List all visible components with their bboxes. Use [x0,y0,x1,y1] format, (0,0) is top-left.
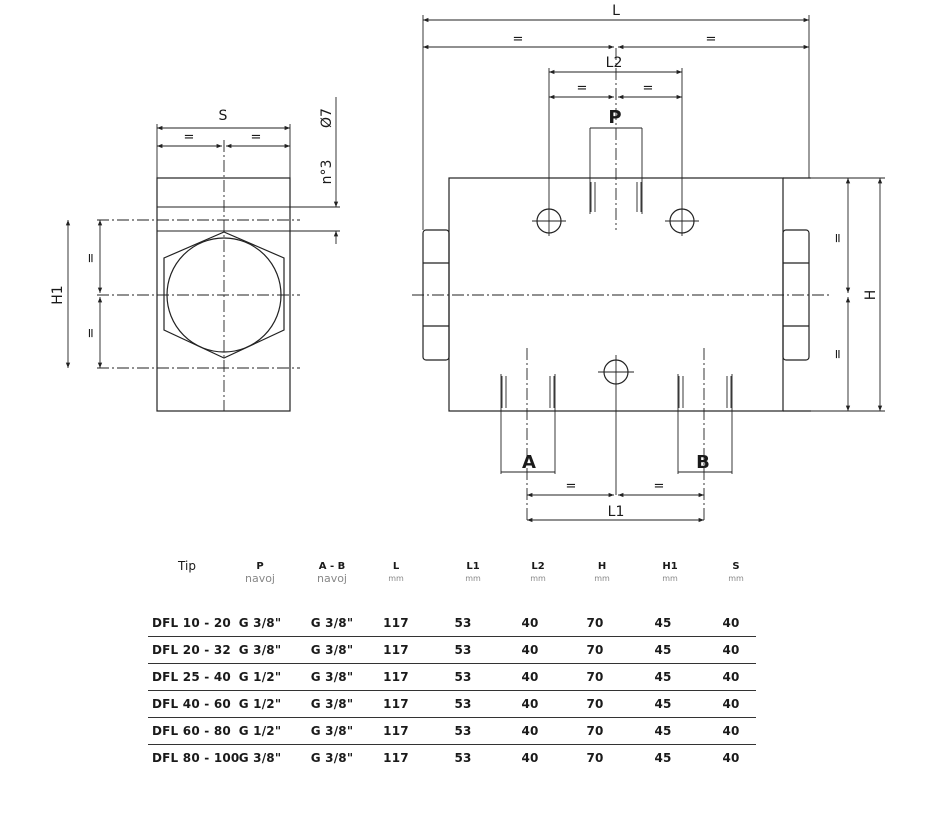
front-l-eq-right: = [706,32,717,47]
table-row: DFL 20 - 32 G 3/8" G 3/8" 117 53 40 70 4… [148,637,756,664]
header-l2: L2 mm [530,561,546,583]
port-b-label: B [696,452,710,473]
header-h1: H1 mm [662,561,678,583]
table-row: DFL 60 - 80 G 1/2" G 3/8" 117 53 40 70 4… [148,718,756,745]
front-l1-label: L1 [608,504,625,520]
spec-table: Tip P navoj A - B navoj L mm L1 mm L2 mm… [148,560,756,771]
header-tip: Tip [178,559,196,573]
front-l1-eq-left: = [566,479,577,494]
mount-hole-bottom [598,355,634,495]
front-l-label: L [612,3,620,19]
side-h1-eq-bottom: = [84,328,99,339]
front-l-eq-left: = [513,32,524,47]
header-l1: L1 mm [465,561,481,583]
front-l2-eq-left: = [577,81,588,96]
header-ab: A - B navoj [316,561,347,585]
front-h-eq-bottom: = [831,349,846,360]
side-view: S = = H1 = = Ø7 n°3 [50,97,340,412]
front-view: P A B L = = L2 = = [412,3,885,523]
hole-count-label: n°3 [319,160,335,185]
mount-hole-right [665,68,699,236]
front-l2-label: L2 [606,55,623,71]
side-h1-eq-top: = [84,253,99,264]
hole-diameter-label: Ø7 [319,108,335,128]
technical-drawing: S = = H1 = = Ø7 n°3 [50,3,885,523]
table-row: DFL 80 - 100 G 3/8" G 3/8" 117 53 40 70 … [152,751,740,765]
port-p-label: P [608,107,621,128]
front-l1-eq-right: = [654,479,665,494]
side-h1-label: H1 [50,285,66,304]
table-row: DFL 40 - 60 G 1/2" G 3/8" 117 53 40 70 4… [148,691,756,718]
front-l2-eq-right: = [643,81,654,96]
hex-nut [163,231,285,359]
header-h: H mm [594,561,610,583]
port-a-label: A [522,452,536,473]
side-s-eq-right: = [251,130,262,145]
header-p: P navoj [244,561,275,585]
side-body [156,177,291,412]
header-s: S mm [728,561,744,583]
side-s-label: S [219,108,228,124]
table-row: DFL 10 - 20 G 3/8" G 3/8" 117 53 40 70 4… [148,610,756,637]
table-spacer [148,598,756,610]
mount-hole-left [532,68,566,236]
front-h-label: H [863,290,879,301]
table-row: DFL 25 - 40 G 1/2" G 3/8" 117 53 40 70 4… [148,664,756,691]
header-l: L mm [388,561,404,583]
table-header: Tip P navoj A - B navoj L mm L1 mm L2 mm… [148,560,756,598]
front-h-eq-top: = [831,233,846,244]
side-s-eq-left: = [184,130,195,145]
